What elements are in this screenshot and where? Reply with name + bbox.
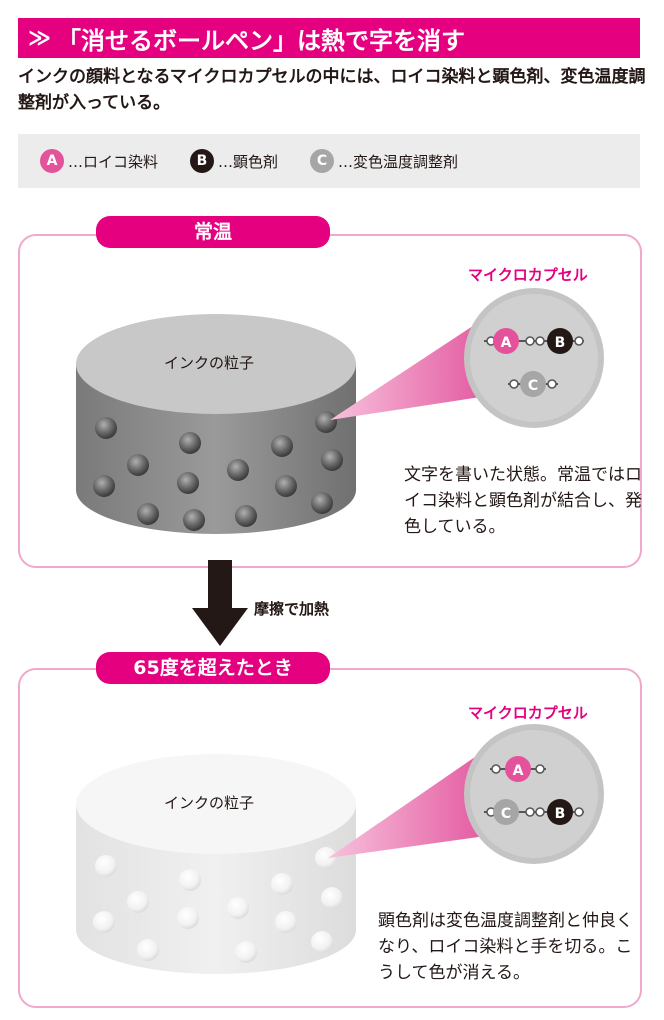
arrow-label: 摩擦で加熱: [254, 600, 330, 618]
chevron-icon: ≫: [28, 25, 52, 51]
legend-text-a: …ロイコ染料: [68, 152, 159, 171]
particle-label-1: インクの粒子: [164, 354, 255, 372]
page-title: 「消せるボールペン」は熱で字を消す: [57, 26, 466, 55]
down-arrow-icon: [192, 560, 248, 646]
capsule-label-2: マイクロカプセル: [468, 704, 588, 722]
badge-a-icon: A: [40, 149, 64, 173]
legend-item-c: C …変色温度調整剤: [310, 149, 458, 173]
tab-normal-temp: 常温: [96, 216, 330, 248]
caption-1: 文字を書いた状態。常温ではロイコ染料と顕色剤が結合し、発色している。: [404, 465, 642, 537]
svg-text:C: C: [528, 378, 538, 394]
intro-text: インクの顔料となるマイクロカプセルの中には、ロイコ染料と顕色剤、変色温度調整剤が…: [18, 67, 646, 113]
svg-text:B: B: [555, 806, 566, 822]
capsule-label-1: マイクロカプセル: [468, 266, 588, 284]
legend-item-a: A …ロイコ染料: [40, 149, 158, 173]
title-bar: ≫ 「消せるボールペン」は熱で字を消す: [18, 18, 640, 58]
ink-dots-1: [93, 411, 343, 531]
badge-b-icon: B: [190, 149, 215, 173]
legend-text-b: …顕色剤: [218, 152, 279, 171]
ink-dots-2: [93, 847, 343, 963]
particle-label-2: インクの粒子: [164, 794, 255, 812]
svg-text:B: B: [555, 335, 566, 351]
svg-text:A: A: [501, 335, 512, 351]
capsule-2: A C B: [464, 724, 604, 864]
badge-c-icon: C: [310, 149, 335, 173]
zoom-beam-1: [330, 316, 500, 420]
svg-text:C: C: [501, 806, 511, 822]
legend-text-c: …変色温度調整剤: [338, 152, 459, 171]
svg-text:A: A: [513, 763, 524, 779]
legend-item-b: B …顕色剤: [190, 149, 278, 173]
legend: A …ロイコ染料 B …顕色剤 C …変色温度調整剤: [18, 134, 640, 188]
tab-over-65: 65度を超えたとき: [96, 652, 330, 684]
ink-particle-cylinder-1: [76, 314, 356, 534]
capsule-1: A B C: [464, 288, 604, 428]
zoom-beam-2: [328, 748, 500, 858]
caption-2: 顕色剤は変色温度調整剤と仲良くなり、ロイコ染料と手を切る。こうして色が消える。: [378, 911, 633, 983]
ink-particle-cylinder-2: [76, 754, 356, 974]
